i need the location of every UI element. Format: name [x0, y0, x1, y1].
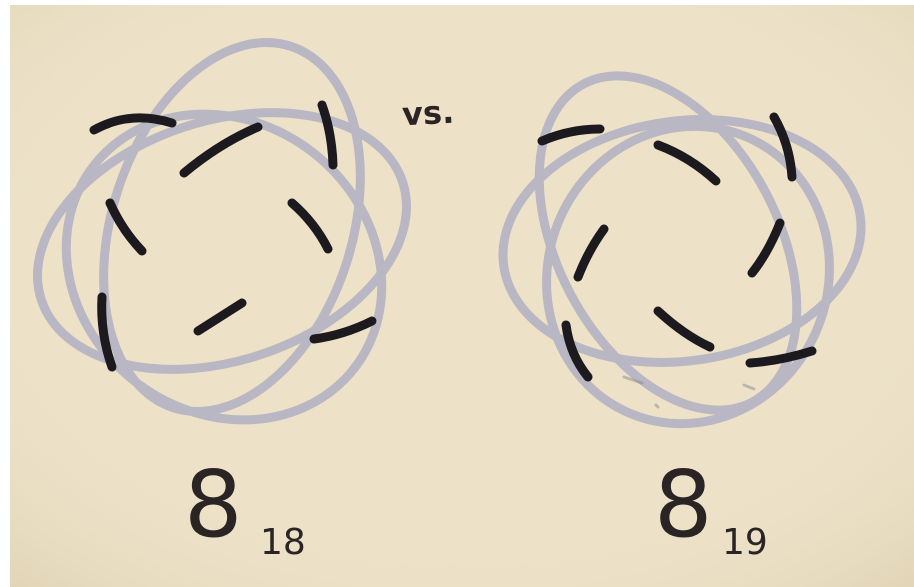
knot-drawings: [10, 5, 914, 587]
vs-label: vs.: [401, 96, 455, 131]
knot-label-right-subscript: 19: [722, 525, 768, 561]
paper-background: vs. 8 18 8 19: [10, 5, 914, 587]
paper-shading: [10, 5, 914, 587]
smudge: [656, 405, 658, 407]
photo-border-left: [0, 0, 10, 587]
knot-label-left-subscript: 18: [260, 525, 306, 561]
knot-label-right-number: 8: [654, 459, 713, 551]
knot-label-left-number: 8: [184, 459, 243, 551]
